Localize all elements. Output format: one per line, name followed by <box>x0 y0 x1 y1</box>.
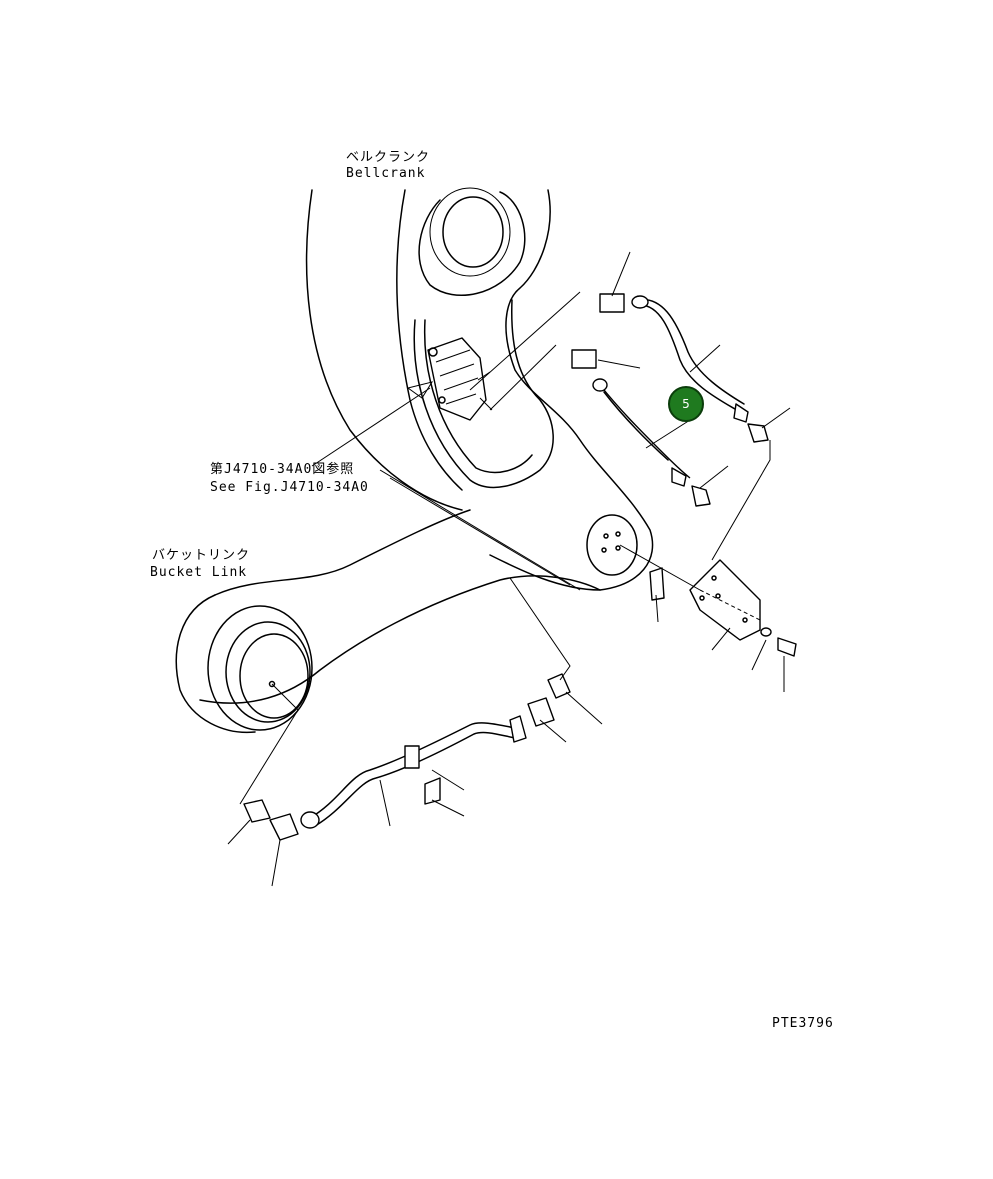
bucket-link-label-jp: バケットリンク <box>152 548 251 563</box>
callout-number: 5 <box>682 397 690 411</box>
bucket-link-label-en: Bucket Link <box>150 565 248 580</box>
leader-lines <box>227 251 791 887</box>
see-fig-label-jp: 第J4710-34A0図参照 <box>210 462 355 477</box>
valve-block <box>427 337 493 421</box>
drawing-id-label: PTE3796 <box>772 1016 834 1031</box>
callout-badge[interactable]: 5 <box>668 386 704 422</box>
bellcrank-label-en: Bellcrank <box>346 166 426 181</box>
lower-pipe-assembly <box>243 673 571 841</box>
bucket-link-outline <box>175 469 601 734</box>
bellcrank-label-jp: ベルクランク <box>346 150 431 165</box>
bracket-plate <box>649 559 797 657</box>
upper-hose-assembly <box>571 293 769 507</box>
see-fig-label-en: See Fig.J4710-34A0 <box>210 480 369 495</box>
bellcrank-outline <box>305 187 654 591</box>
